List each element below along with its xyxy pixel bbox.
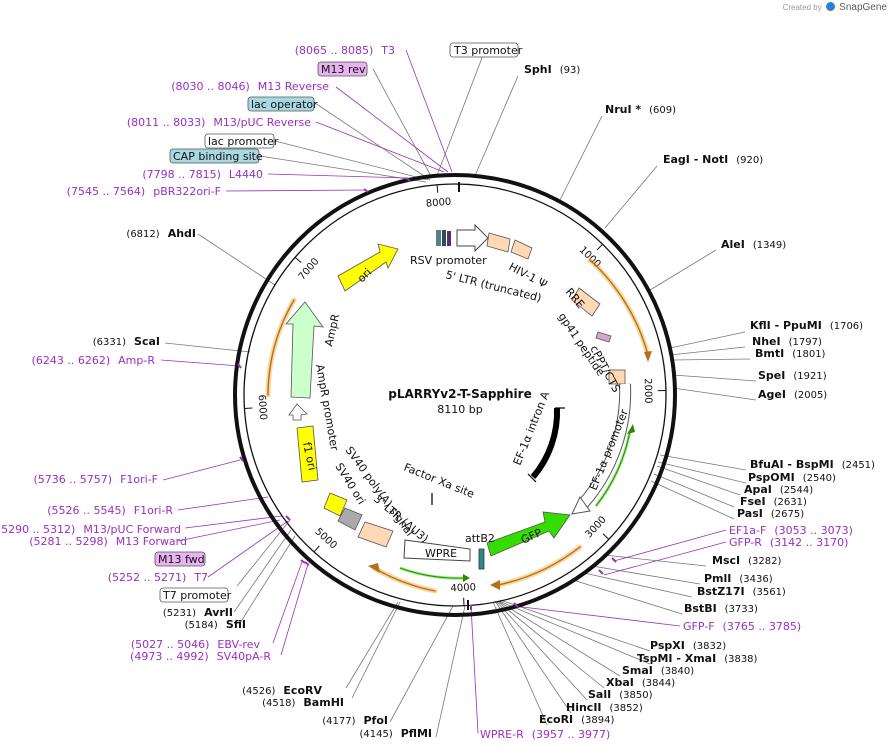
- site-NheI: NheI(1797): [752, 335, 822, 348]
- site-EcoRI: EcoRI(3894): [539, 713, 615, 726]
- feature-ampr-promoter: AmpR promoter: [313, 363, 341, 452]
- site-TspMI: TspMI - XmaI(3838): [637, 652, 758, 665]
- boxed-labels: T3 promoter M13 rev lac operator lac pro…: [154, 42, 523, 603]
- restriction-sites: SphI(93) NruI *(609) EagI - NotI(920) Al…: [524, 63, 875, 726]
- primer-F1oriF: (5736 .. 5757)F1ori-F: [34, 473, 159, 486]
- box-cap-binding-site: CAP binding site: [173, 150, 263, 163]
- site-SphI: SphI(93): [524, 63, 580, 76]
- primer-GFPF: GFP-F(3765 .. 3785): [683, 620, 801, 633]
- box-lac-promoter: lac promoter: [208, 135, 279, 148]
- feature-wpre: WPRE: [425, 547, 457, 560]
- primer-L4440: (7798 .. 7815)L4440: [142, 168, 263, 181]
- tick-label-5000: 5000: [313, 526, 339, 551]
- primer-labels-right: EF1a-F(3053 .. 3073) GFP-R(3142 .. 3170)…: [480, 524, 853, 741]
- site-EagI: EagI - NotI(920): [663, 153, 763, 166]
- primer-markers: [237, 177, 617, 610]
- site-AhdI: (6812)AhdI: [126, 227, 196, 240]
- tick-label-3000: 3000: [583, 514, 608, 540]
- primer-T3: (8065 .. 8085)T3: [295, 44, 395, 57]
- site-NruI: NruI *(609): [605, 103, 676, 116]
- primer-lines: [160, 49, 727, 734]
- site-BamHI: (4518)BamHI: [262, 696, 344, 709]
- box-m13-rev: M13 rev: [321, 63, 366, 76]
- feature-factor-xa: Factor Xa site: [402, 461, 476, 501]
- tick-label-6000: 6000: [256, 394, 269, 420]
- site-PmlI: PmlI(3436): [704, 572, 773, 585]
- site-PasI: PasI(2675): [737, 507, 804, 520]
- site-BfuAI: BfuAI - BspMI(2451): [750, 458, 875, 471]
- primer-M13pUCRev: (8011 .. 8033)M13/pUC Reverse: [127, 116, 311, 129]
- site-SfiI: (5184)SfiI: [185, 618, 246, 631]
- tick-mark-5000: [313, 545, 320, 553]
- primer-T7: (5252 .. 5271)T7: [108, 571, 208, 584]
- primer-M13pUCFwd: (5290 .. 5312)M13/pUC Forward: [0, 523, 181, 536]
- plasmid-size: 8110 bp: [437, 403, 482, 416]
- site-ScaI: (6331)ScaI: [93, 335, 160, 348]
- credit-brand: SnapGene: [839, 2, 887, 13]
- site-HincII: HincII(3852): [566, 701, 643, 714]
- feature-f1-ori: f1 ori: [300, 441, 319, 472]
- site-XbaI: XbaI(3844): [606, 676, 675, 689]
- tick-label-8000: 8000: [425, 197, 451, 210]
- primer-M13Rev: (8030 .. 8046)M13 Reverse: [171, 80, 329, 93]
- site-PspOMI: PspOMI(2540): [748, 471, 836, 484]
- primer-labels-left: (8065 .. 8085)T3 (8030 .. 8046)M13 Rever…: [0, 44, 395, 663]
- tick-mark-6000: [244, 407, 253, 409]
- box-t3-promoter: T3 promoter: [453, 44, 523, 57]
- site-BstZ17I: BstZ17I(3561): [697, 585, 786, 598]
- primer-EF1aF: EF1a-F(3053 .. 3073): [729, 524, 853, 537]
- tick-label-2000: 2000: [642, 378, 654, 404]
- feature-ampr: AmpR: [322, 312, 342, 347]
- restriction-sites-left: (4145)PflMI (4177)PfoI (4518)BamHI (4526…: [93, 227, 432, 740]
- connector-lines: [164, 49, 757, 738]
- tick-mark-7000: [294, 256, 302, 263]
- backbone-outer-ring: [233, 173, 677, 617]
- site-PspXI: PspXI(3832): [650, 639, 726, 652]
- backbone-inner-ring: [243, 183, 667, 607]
- box-m13-fwd: M13 fwd: [158, 553, 205, 566]
- box-t7-promoter: T7 promoter: [162, 589, 232, 602]
- site-FseI: FseI(2631): [740, 495, 807, 508]
- credit-text: Created by: [782, 3, 822, 12]
- site-MscI: MscI(3282): [712, 554, 781, 567]
- primer-EBVrev: (5027 .. 5046)EBV-rev: [131, 638, 261, 651]
- primer-M13Fwd: (5281 .. 5298)M13 Forward: [29, 535, 187, 548]
- site-KflI: KflI - PpuMI(1706): [750, 319, 863, 332]
- site-AleI: AleI(1349): [721, 238, 786, 251]
- primer-AmpR: (6243 .. 6262)Amp-R: [32, 354, 156, 367]
- primer-WPRER: WPRE-R(3957 .. 3977): [480, 728, 610, 741]
- primer-pBR322: (7545 .. 7564)pBR322ori-F: [67, 185, 221, 198]
- site-ApaI: ApaI(2544): [744, 483, 813, 496]
- feature-rsv-promoter: RSV promoter: [410, 254, 487, 267]
- tick-mark-3000: [602, 533, 610, 540]
- tick-label-7000: 7000: [297, 256, 322, 282]
- box-lac-operator: lac operator: [251, 98, 318, 111]
- site-AvrII: (5231)AvrII: [163, 606, 233, 619]
- primer-GFPR: GFP-R(3142 .. 3170): [729, 536, 848, 549]
- site-AgeI: AgeI(2005): [758, 388, 827, 401]
- feature-shapes: [285, 223, 635, 582]
- site-SpeI: SpeI(1921): [758, 369, 827, 382]
- site-BstBI: BstBI(3733): [684, 602, 758, 615]
- site-PfoI: (4177)PfoI: [322, 714, 388, 727]
- plasmid-name: pLARRYv2-T-Sapphire: [388, 387, 531, 401]
- snapgene-logo-icon: [825, 2, 835, 11]
- primer-F1oriR: (5526 .. 5545)F1ori-R: [47, 504, 173, 517]
- site-EcoRV: (4526)EcoRV: [242, 684, 322, 697]
- tick-mark-8000: [436, 184, 439, 193]
- site-BmtI: BmtI(1801): [755, 347, 826, 360]
- snapgene-credit: Created by SnapGene: [783, 2, 887, 13]
- tick-mark-1000: [596, 243, 603, 251]
- site-SmaI: SmaI(3840): [622, 664, 694, 677]
- feature-attb2: attB2: [465, 532, 495, 545]
- site-PflMI: (4145)PflMI: [359, 727, 432, 740]
- primer-SV40pAR: (4973 .. 4992)SV40pA-R: [130, 650, 271, 663]
- site-SalI: SalI(3850): [588, 688, 653, 701]
- tick-label-4000: 4000: [450, 582, 476, 594]
